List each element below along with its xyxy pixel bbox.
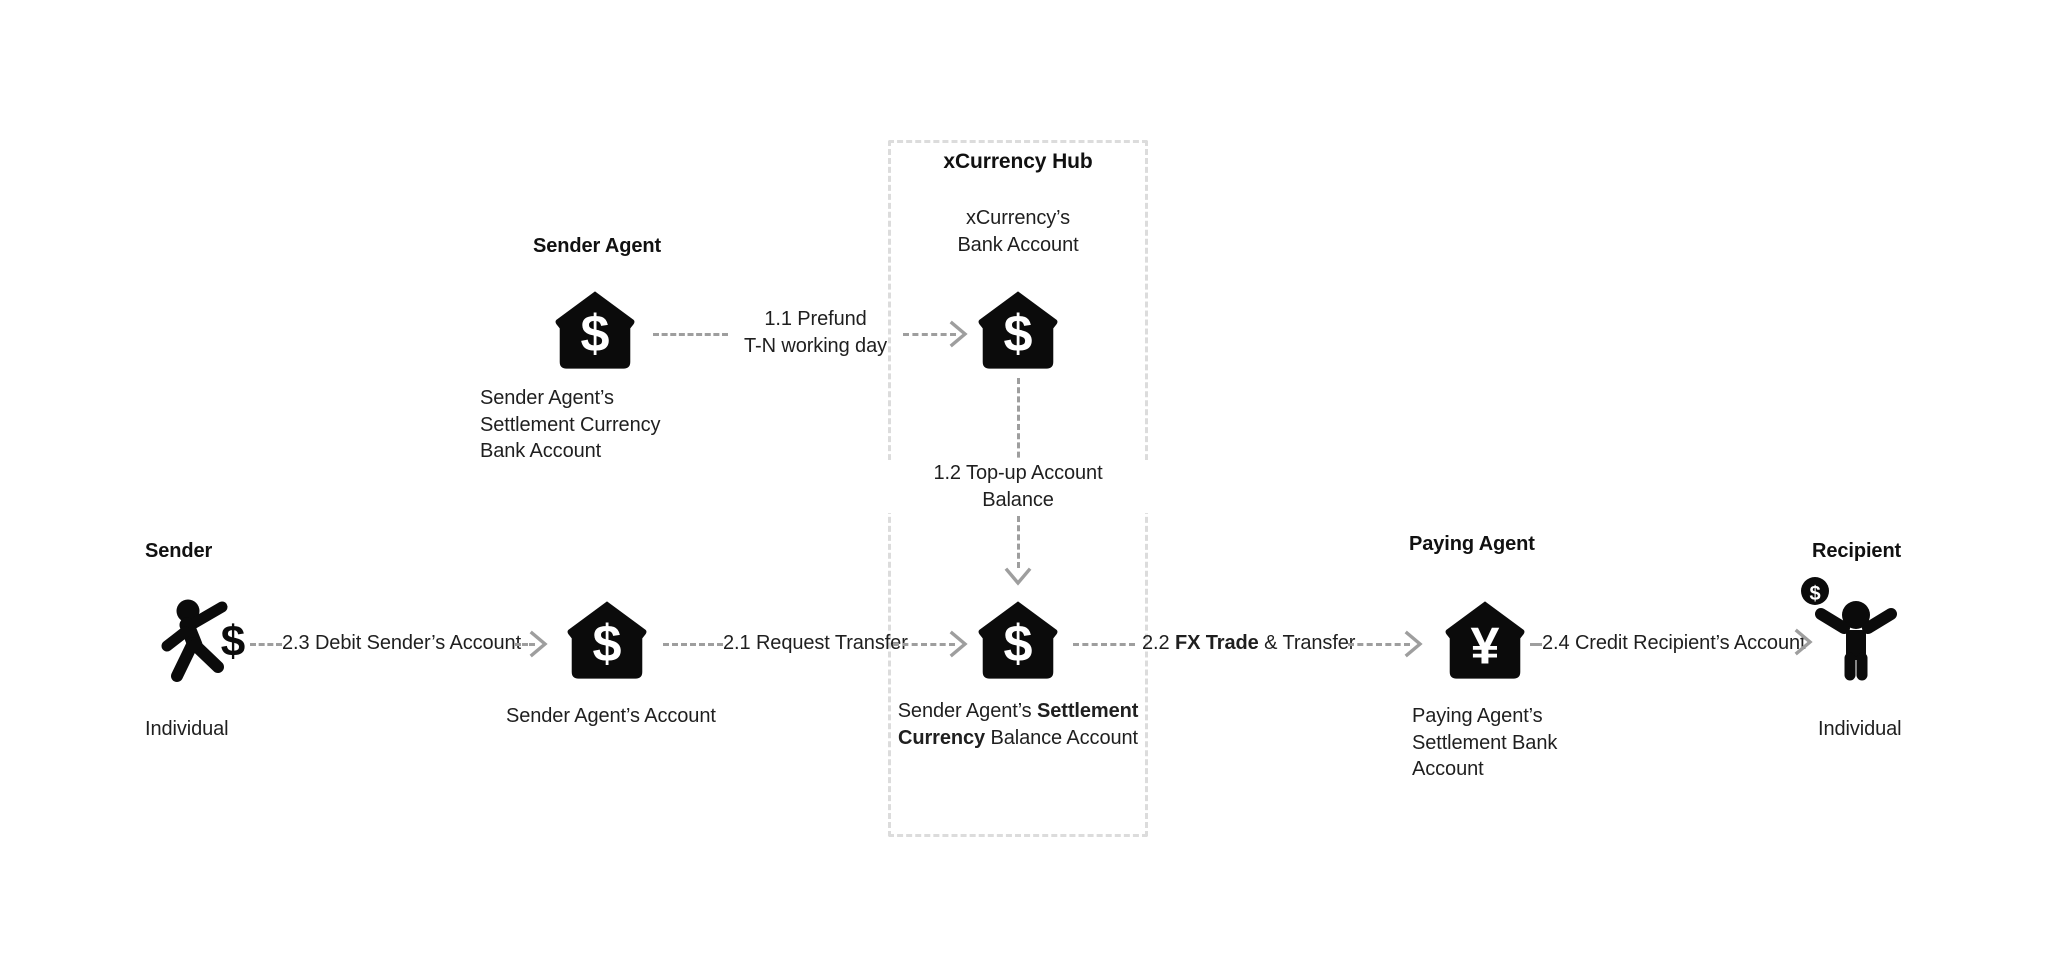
- flow-debit-line-right: [515, 643, 535, 646]
- running-person-dollar-icon: $: [161, 599, 245, 682]
- recipient-individual-node[interactable]: $: [1800, 576, 1912, 682]
- bank-house-dollar-icon: $: [978, 291, 1058, 369]
- paying-agent-node[interactable]: ¥: [1443, 598, 1527, 682]
- group-label-sender-agent: Sender Agent: [533, 235, 662, 257]
- xcurrency-bank-account-caption: xCurrency’s Bank Account: [888, 205, 1148, 258]
- flow-prefund-line-left: [653, 333, 728, 336]
- caption-line-2: Settlement Currency: [480, 413, 661, 436]
- svg-text:¥: ¥: [1471, 618, 1500, 676]
- arrowhead-right-icon-fx: [1404, 630, 1423, 658]
- sender-individual-caption: Individual: [145, 718, 229, 740]
- paying-agent-caption: Paying Agent’s Settlement Bank Account: [1412, 703, 1612, 783]
- flow-fx-suffix: & Transfer: [1258, 632, 1356, 654]
- arrowhead-down-icon-topup: [1004, 567, 1032, 586]
- flow-request-line-left: [663, 643, 723, 646]
- svg-text:$: $: [1809, 583, 1820, 605]
- svg-text:$: $: [221, 617, 245, 666]
- flow-fx-line-left: [1073, 643, 1135, 646]
- svg-text:$: $: [1004, 305, 1033, 363]
- caption-bold-settlement: Settlement: [1037, 700, 1139, 722]
- coin-dollar-icon: $: [1801, 577, 1829, 605]
- flow-prefund-label: 1.1 Prefund T-N working day: [728, 306, 903, 359]
- group-label-sender: Sender: [145, 540, 213, 562]
- caption-suffix: Balance Account: [985, 726, 1138, 749]
- sender-agent-balance-node[interactable]: $: [976, 598, 1060, 682]
- bank-house-dollar-icon: $: [978, 601, 1058, 679]
- flow-prefund-line1: 1.1 Prefund: [764, 308, 867, 330]
- arrowhead-right-icon-debit: [529, 630, 548, 658]
- recipient-individual-caption: Individual: [1818, 718, 1902, 740]
- sender-agent-account-caption: Sender Agent’s Account: [506, 705, 716, 727]
- flow-debit-line-left: [250, 643, 282, 646]
- caption-prefix: Sender Agent’s: [897, 700, 1038, 722]
- xcurrency-bank-account-node[interactable]: $: [976, 288, 1060, 372]
- svg-text:$: $: [581, 305, 610, 363]
- caption-line-1: Paying Agent’s: [1412, 705, 1543, 727]
- flow-credit-line-left: [1530, 643, 1542, 646]
- flow-debit-label: 2.3 Debit Sender’s Account: [282, 632, 522, 654]
- sender-agent-account-node[interactable]: $: [565, 598, 649, 682]
- sender-agent-balance-caption: Sender Agent’s Settlement Currency Balan…: [896, 698, 1140, 751]
- sender-agent-settlement-caption: Sender Agent’s Settlement Currency Bank …: [480, 385, 710, 465]
- bank-house-yen-icon: ¥: [1445, 601, 1525, 679]
- flow-fx-line-right: [1348, 643, 1410, 646]
- flow-topup-label: 1.2 Top-up Account Balance: [888, 460, 1148, 513]
- flow-prefund-line2: T-N working day: [744, 334, 887, 357]
- caption-line-2: Bank Account: [957, 233, 1079, 256]
- arrowhead-right-icon-request: [949, 630, 968, 658]
- flow-prefund-line-right: [903, 333, 956, 336]
- flow-fx-prefix: 2.2: [1142, 632, 1175, 654]
- flow-request-line-right: [893, 643, 955, 646]
- flow-request-label: 2.1 Request Transfer: [723, 632, 908, 654]
- xcurrency-hub-title: xCurrency Hub: [943, 150, 1093, 173]
- svg-text:$: $: [593, 615, 622, 673]
- svg-text:$: $: [1004, 615, 1033, 673]
- group-label-paying-agent: Paying Agent: [1409, 533, 1535, 555]
- arrowhead-right-icon-prefund: [949, 320, 968, 348]
- caption-line-3: Account: [1412, 758, 1484, 780]
- group-label-recipient: Recipient: [1812, 540, 1902, 562]
- caption-bold-currency: Currency: [898, 726, 986, 749]
- flow-topup-line1: 1.2 Top-up Account: [933, 462, 1103, 484]
- celebrating-person-icon: $: [1801, 577, 1897, 681]
- bank-house-dollar-icon: $: [555, 291, 635, 369]
- flow-credit-label: 2.4 Credit Recipient’s Account: [1542, 632, 1806, 654]
- flow-topup-line2: Balance: [982, 488, 1054, 511]
- sender-individual-node[interactable]: $: [155, 598, 255, 686]
- sender-agent-settlement-node[interactable]: $: [553, 288, 637, 372]
- caption-line-3: Bank Account: [480, 440, 602, 462]
- caption-line-2: Settlement Bank: [1412, 731, 1558, 754]
- caption-line-1: Sender Agent’s: [480, 387, 614, 409]
- flow-fx-bold: FX Trade: [1174, 632, 1259, 654]
- arrowhead-right-icon-credit: [1794, 628, 1813, 656]
- caption-line-1: xCurrency’s: [965, 207, 1071, 229]
- bank-house-dollar-icon: $: [567, 601, 647, 679]
- flow-fx-label: 2.2 FX Trade & Transfer: [1142, 630, 1355, 657]
